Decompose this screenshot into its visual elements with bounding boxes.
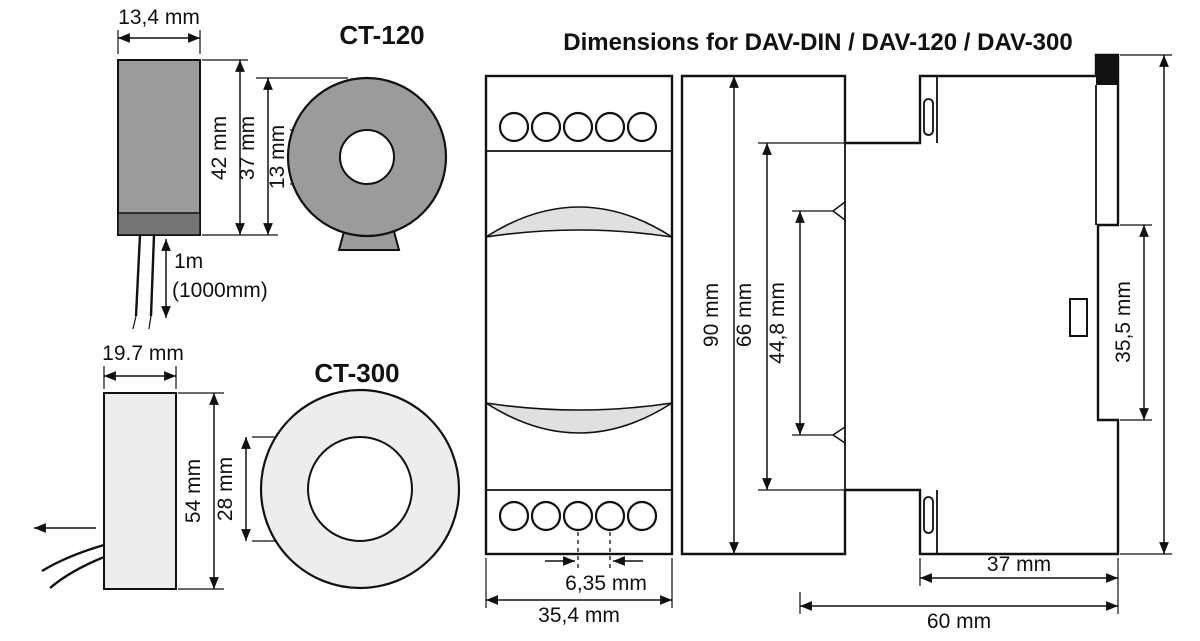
terminal-hole bbox=[562, 500, 594, 532]
ct300-height-label: 54 mm bbox=[182, 459, 205, 523]
ct300-cable-wires bbox=[41, 543, 105, 589]
ct120-cable-label-1: 1m bbox=[174, 250, 203, 273]
ct300-part-label: CT-300 bbox=[314, 358, 399, 388]
terminal-hole bbox=[530, 500, 562, 532]
dim-ct300-height: 54 mm bbox=[178, 392, 224, 590]
side-mid-label: 44,8 mm bbox=[766, 282, 789, 364]
terminal-hole bbox=[626, 111, 658, 143]
dim-ct120-outer: 37 mm bbox=[236, 77, 348, 235]
din-front-view: 6,35 mm 35,4 mm bbox=[484, 74, 674, 627]
ct120-assembly: 13,4 mm 42 mm 37 mm 13 mm 1m (1000mm) bbox=[117, 6, 448, 330]
ct300-body-side-view bbox=[103, 392, 177, 590]
dim-side-height: 90 mm bbox=[700, 76, 739, 554]
din-side-view: 90 mm 66 mm 44,8 mm 35,5 mm bbox=[680, 53, 1172, 633]
dim-ct120-cable: 1m (1000mm) bbox=[161, 239, 268, 318]
terminal-hole bbox=[594, 111, 626, 143]
terminal-screw-slot bbox=[923, 496, 934, 534]
rail-slot bbox=[1069, 298, 1088, 337]
ct120-part-label: CT-120 bbox=[339, 20, 424, 50]
ct120-width-label: 13,4 mm bbox=[118, 6, 200, 29]
ct300-ring-hole bbox=[307, 436, 413, 542]
dim-side-body: 66 mm bbox=[733, 142, 845, 491]
dim-rail-height: 35,5 mm bbox=[1112, 224, 1152, 421]
din-rail-clip bbox=[1096, 55, 1118, 85]
ct120-wire-tips bbox=[132, 315, 152, 330]
dim-depth: 60 mm bbox=[799, 592, 1118, 633]
ct120-cable-label-2: (1000mm) bbox=[172, 279, 268, 302]
ct120-ring-hole bbox=[339, 129, 395, 185]
dim-din-width: 35,4 mm bbox=[485, 558, 673, 627]
page-title: Dimensions for DAV-DIN / DAV-120 / DAV-3… bbox=[563, 29, 1072, 56]
din-front-outline bbox=[484, 74, 674, 556]
side-height-label: 90 mm bbox=[700, 283, 723, 347]
ct300-width-label: 19.7 mm bbox=[102, 342, 184, 365]
ct120-cable-wires bbox=[134, 234, 156, 317]
ct300-assembly: 19.7 mm 54 mm 28 mm CT-300 bbox=[34, 342, 461, 590]
terminal-hole bbox=[594, 500, 626, 532]
terminal-hole bbox=[562, 111, 594, 143]
terminal-hole bbox=[498, 111, 530, 143]
ct120-outer-label: 37 mm bbox=[236, 116, 259, 180]
depth-label: 60 mm bbox=[927, 610, 991, 633]
terminal-screw-slot bbox=[923, 98, 934, 136]
ct120-cable-gland bbox=[117, 212, 201, 236]
bottom-terminal-holes bbox=[498, 500, 658, 532]
front-top-lens bbox=[485, 206, 673, 238]
ct120-height-label: 42 mm bbox=[208, 116, 231, 180]
top-terminal-holes bbox=[498, 111, 658, 143]
ct120-hole-label: 13 mm bbox=[266, 125, 289, 189]
ct120-body-side-view bbox=[117, 59, 201, 236]
terminal-pitch-label: 6,35 mm bbox=[565, 572, 647, 595]
din-side-outline bbox=[680, 53, 1120, 556]
dim-side-mid: 44,8 mm bbox=[766, 210, 833, 436]
rail-height-label: 35,5 mm bbox=[1112, 281, 1135, 363]
front-bottom-lens bbox=[485, 402, 673, 434]
terminal-hole bbox=[530, 111, 562, 143]
side-body-label: 66 mm bbox=[733, 283, 756, 347]
dim-ct300-width: 19.7 mm bbox=[102, 342, 184, 389]
terminal-hole bbox=[626, 500, 658, 532]
dim-rear-depth: 37 mm bbox=[919, 553, 1119, 614]
dim-ct120-width: 13,4 mm bbox=[117, 6, 201, 54]
dim-terminal-pitch: 6,35 mm bbox=[545, 532, 647, 595]
dim-overall-height bbox=[1120, 54, 1172, 555]
din-width-label: 35,4 mm bbox=[538, 604, 620, 627]
terminal-hole bbox=[498, 500, 530, 532]
rear-depth-label: 37 mm bbox=[987, 553, 1051, 576]
dim-ct120-height: 42 mm bbox=[202, 59, 278, 236]
ct300-hole-label: 28 mm bbox=[214, 457, 237, 521]
